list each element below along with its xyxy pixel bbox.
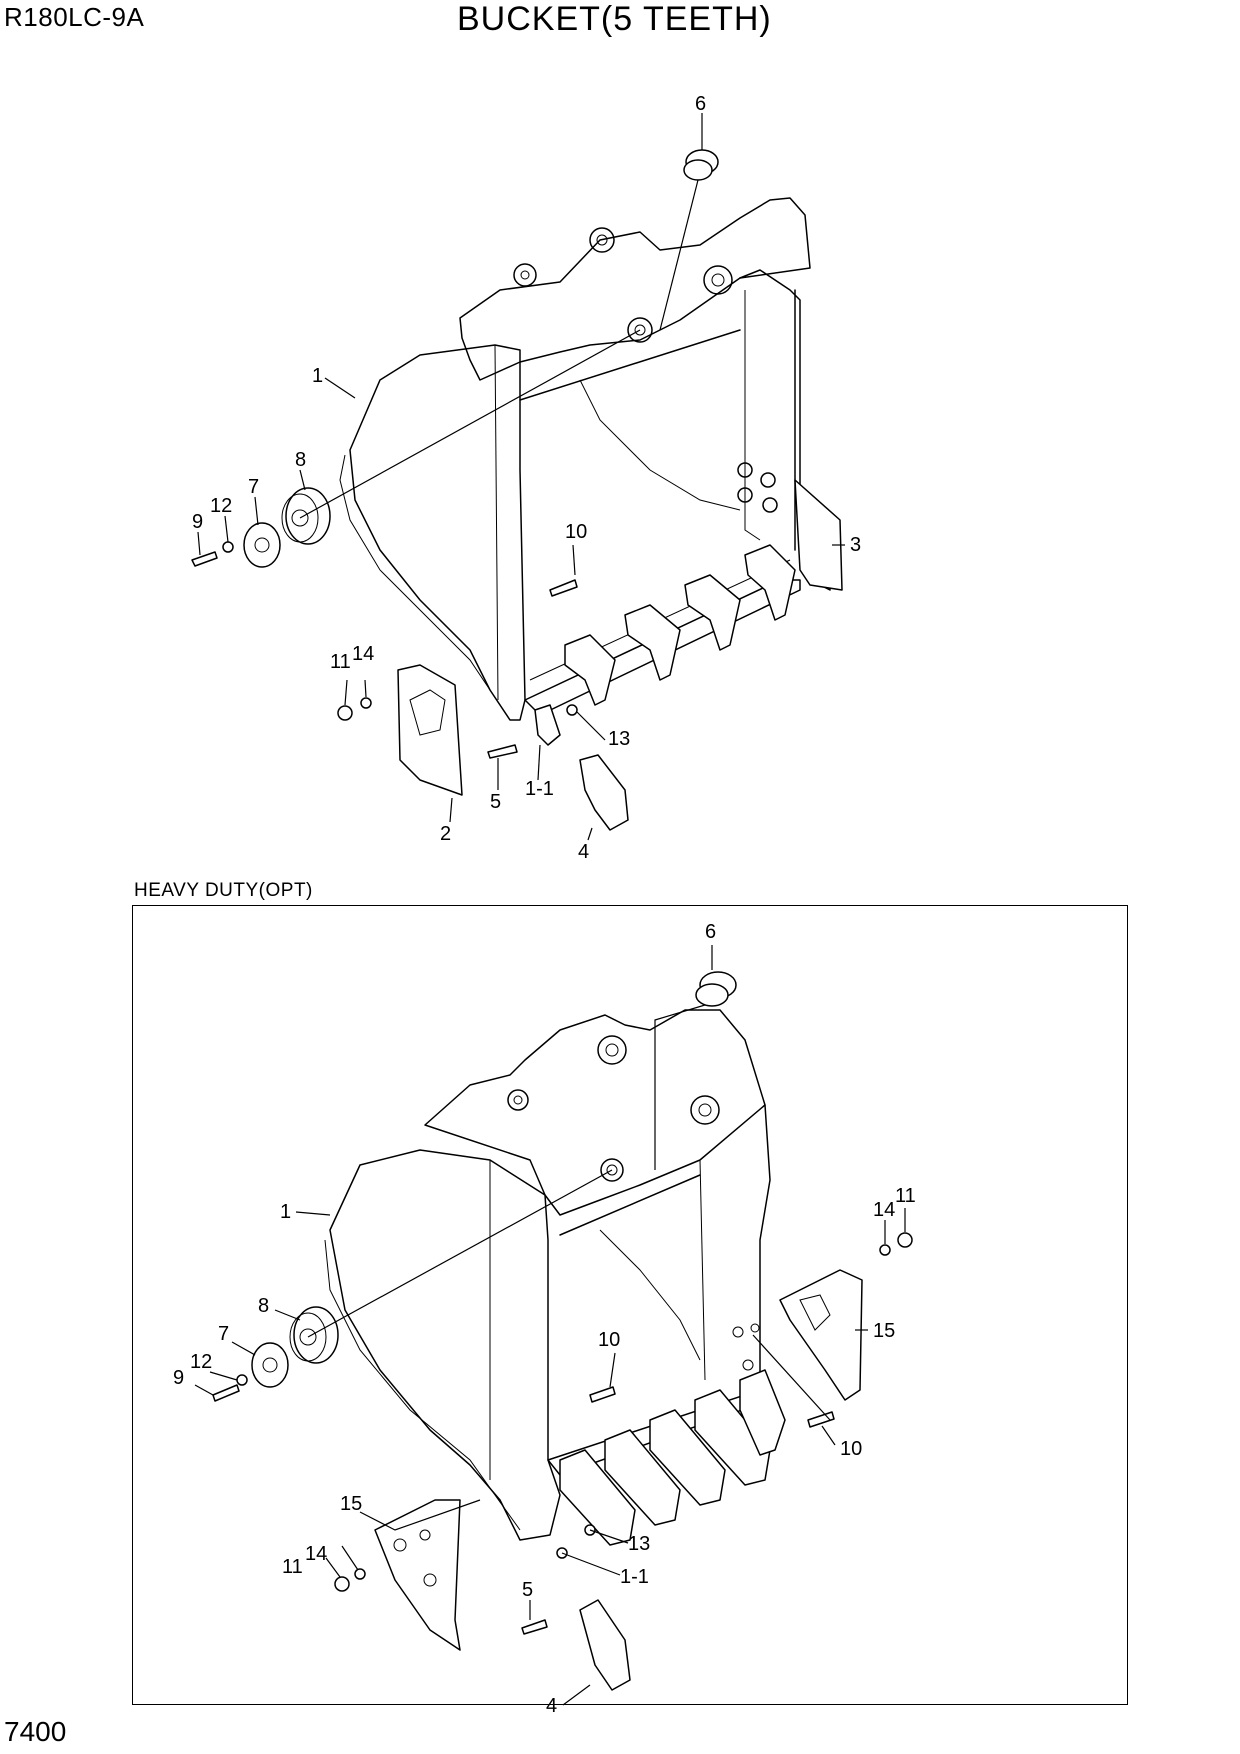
hd-callout-9: 9 [173, 1367, 184, 1389]
standard-leader-lines [197, 113, 845, 841]
model-number: R180LC-9A [4, 2, 145, 32]
hd-callout-10-a: 10 [598, 1329, 620, 1351]
hd-callout-11-b: 11 [282, 1556, 303, 1578]
hd-callout-10-b: 10 [840, 1438, 862, 1460]
callout-10: 10 [565, 521, 587, 543]
callout-1: 1 [312, 365, 323, 387]
hd-callout-14-a: 14 [873, 1199, 895, 1221]
hd-callout-11-a: 11 [895, 1185, 916, 1207]
hd-callout-15-b: 15 [340, 1493, 362, 1515]
standard-bucket-drawing [191, 149, 843, 831]
callout-13: 13 [608, 728, 630, 750]
hd-callout-1-1: 1-1 [620, 1566, 649, 1588]
callout-2: 2 [440, 823, 451, 845]
callout-11: 11 [330, 651, 351, 673]
callout-6: 6 [695, 93, 706, 115]
callout-5: 5 [490, 791, 501, 813]
heavy-duty-callouts: 6 1 8 7 12 9 10 14 11 15 10 15 14 11 13 … [173, 921, 916, 1717]
callout-3: 3 [850, 534, 861, 556]
section-label-heavy-duty: HEAVY DUTY(OPT) [134, 880, 313, 901]
callout-4: 4 [578, 841, 589, 863]
hd-callout-5: 5 [522, 1579, 533, 1601]
hd-callout-7: 7 [218, 1323, 229, 1345]
hd-callout-12: 12 [190, 1351, 212, 1373]
callout-12: 12 [210, 495, 232, 517]
standard-callouts: 6 1 8 7 12 9 10 3 11 14 13 5 1-1 2 4 [192, 93, 861, 863]
callout-9: 9 [192, 511, 203, 533]
hd-callout-4: 4 [546, 1695, 557, 1717]
callout-14: 14 [352, 643, 374, 665]
callout-1-1: 1-1 [525, 778, 554, 800]
heavy-duty-frame [132, 905, 1128, 1705]
callout-8: 8 [295, 449, 306, 471]
page-title: BUCKET(5 TEETH) [457, 0, 772, 38]
hd-callout-6: 6 [705, 921, 716, 943]
hd-callout-8: 8 [258, 1295, 269, 1317]
page-number: 7400 [4, 1716, 67, 1747]
callout-7: 7 [248, 476, 259, 498]
hd-callout-14-b: 14 [305, 1543, 327, 1565]
hd-callout-15-a: 15 [873, 1320, 895, 1342]
hd-callout-13: 13 [628, 1533, 650, 1555]
hd-callout-1: 1 [280, 1201, 291, 1223]
heavy-duty-bucket-drawing [212, 971, 913, 1691]
heavy-duty-leader-lines [194, 945, 906, 1706]
